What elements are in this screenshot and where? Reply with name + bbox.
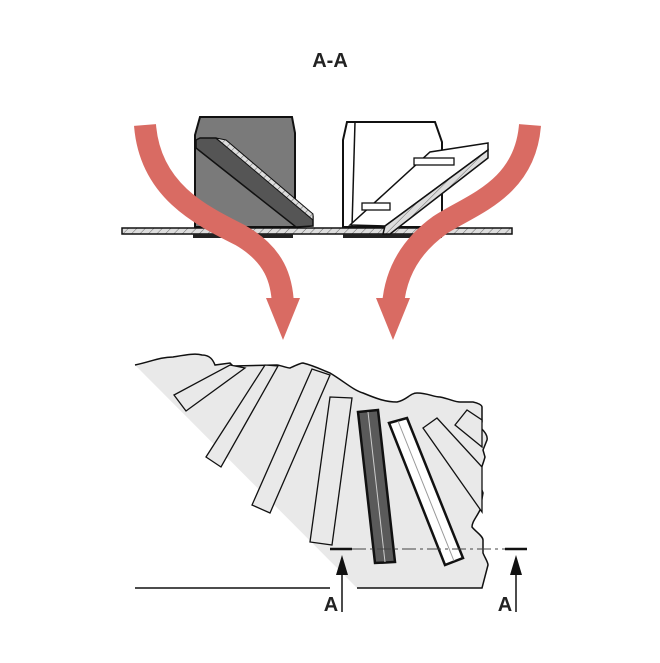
white-key-inner-edge [351, 121, 356, 228]
white-key-center-line [397, 420, 455, 562]
dark-key-center-line [367, 411, 386, 563]
slat [173, 364, 247, 412]
white-part-foot [343, 234, 442, 238]
white-key-rib-lower [361, 202, 391, 211]
section-label-right: A [498, 594, 512, 616]
arrow-up-icon [510, 555, 522, 575]
plan-view: A A [134, 353, 527, 616]
white-key-rib-upper [413, 157, 455, 166]
dark-key-slat [195, 137, 314, 228]
cross-section-view [121, 116, 541, 340]
slat [251, 368, 331, 514]
dark-key-slat-hatch [215, 137, 314, 222]
left-curved-arrow [134, 123, 294, 306]
slat [422, 417, 483, 515]
sheet-outline [134, 353, 489, 589]
arrow-up-icon [336, 555, 348, 575]
right-curved-arrow [382, 123, 541, 307]
base-plate [121, 227, 513, 235]
section-title: A-A [312, 50, 348, 72]
white-key-slat-hatch [382, 148, 489, 235]
slat [309, 396, 353, 546]
slat [454, 409, 483, 449]
slat [205, 364, 280, 468]
section-label-left: A [324, 594, 338, 616]
right-arrowhead-icon [376, 298, 410, 340]
left-arrowhead-icon [266, 298, 300, 340]
